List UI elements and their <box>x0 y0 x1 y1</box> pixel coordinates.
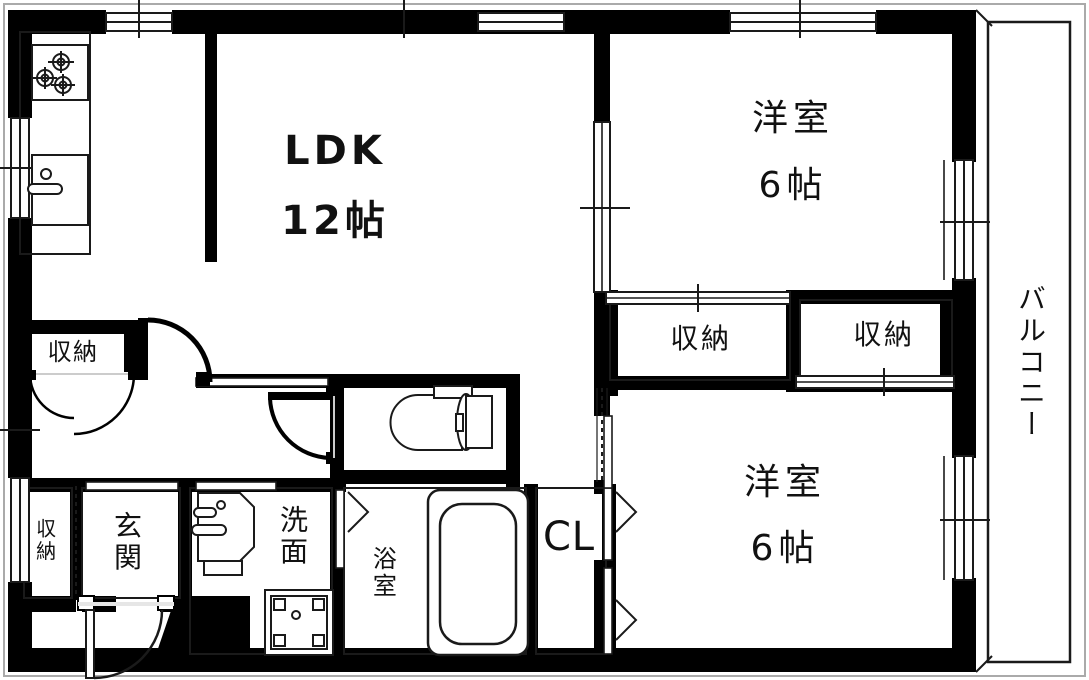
vanity-sink-icon <box>191 492 255 576</box>
windows <box>0 0 990 596</box>
bathtub-icon <box>426 488 530 657</box>
room-label-balcony: バルコニー <box>1014 283 1048 441</box>
room-label-bedroom-se: 洋室 <box>743 462 827 503</box>
room-label-closet-se: 収納 <box>853 318 915 351</box>
room-label-genkan: 玄関 <box>110 510 144 574</box>
ldk-corridor-slider <box>195 377 329 387</box>
entrance-door <box>77 595 175 680</box>
window-west-2 <box>0 429 40 583</box>
room-label-senmen: 洗面 <box>276 504 310 568</box>
room-label-cl: CL <box>543 514 595 560</box>
gas-stove-icon <box>31 44 89 101</box>
cl-door <box>603 487 638 655</box>
window-north-1 <box>105 0 173 38</box>
bedroom-se-door <box>603 415 613 489</box>
genkan-slider <box>85 481 179 491</box>
balcony-area <box>975 9 1081 673</box>
room-label-ldk-size: 12帖 <box>281 198 389 244</box>
room-label-ldk: LDK <box>284 128 386 174</box>
toilet-icon <box>389 385 493 451</box>
closet-ldk-doors <box>26 370 138 436</box>
room-label-bedroom-ne: 洋室 <box>751 98 835 139</box>
window-west-1 <box>0 117 40 219</box>
senmen-slider <box>195 481 277 491</box>
ldk-hall-door <box>138 317 213 386</box>
ldk-bedroom-door <box>580 121 630 293</box>
room-label-bedroom-se-size: 6帖 <box>750 528 820 569</box>
window-north-2 <box>403 0 565 38</box>
room-label-closet-ldk: 収納 <box>47 338 99 366</box>
bath-door <box>335 489 370 569</box>
closet-ne-front <box>605 284 791 312</box>
room-label-yokushitsu: 浴室 <box>368 546 397 600</box>
closet-se-front <box>795 368 955 396</box>
kitchen-sink-icon <box>27 154 89 226</box>
outer-boundary <box>3 3 1086 677</box>
balcony-door-ne <box>940 159 990 281</box>
toilet-door <box>268 386 338 464</box>
room-label-closet-ne: 収納 <box>670 322 732 355</box>
doors <box>26 317 638 680</box>
window-north-3 <box>729 0 877 38</box>
balcony-door-se <box>940 455 990 581</box>
room-label-closet-entry: 収納 <box>32 517 57 563</box>
room-label-bedroom-ne-size: 6帖 <box>758 165 828 206</box>
washer-pan-icon <box>264 589 334 656</box>
fixtures <box>27 44 530 657</box>
